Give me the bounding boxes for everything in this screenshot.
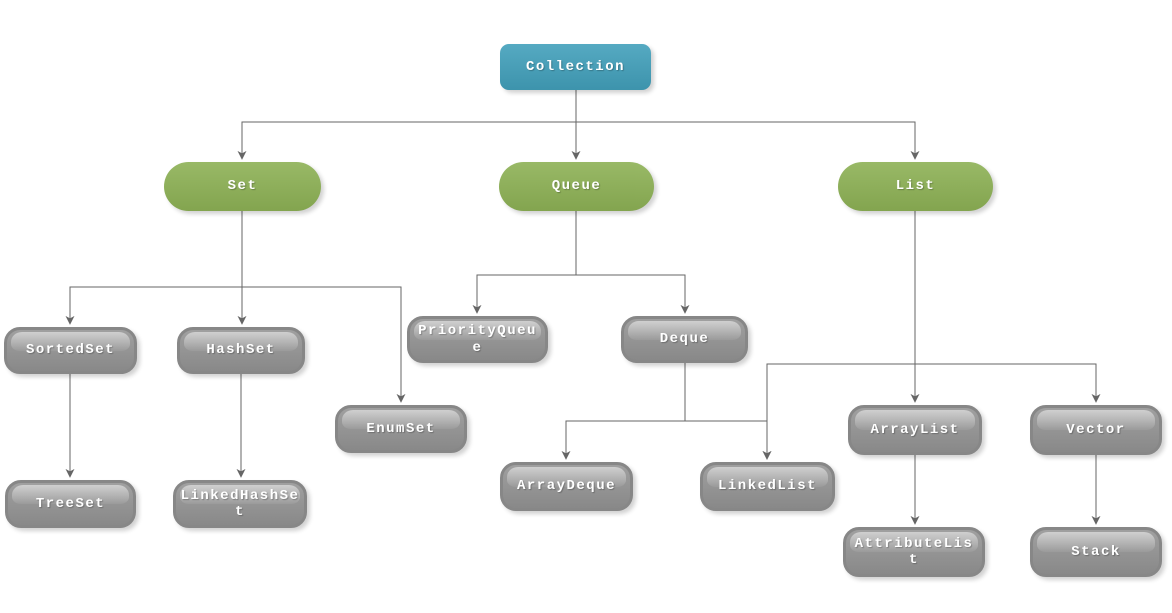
node-enumset: EnumSet (335, 405, 467, 453)
edges-group (65, 90, 1101, 525)
node-label-attributelist: AttributeList (854, 535, 974, 568)
node-label-vector: Vector (1066, 421, 1126, 438)
node-label-linkedlist: LinkedList (717, 478, 817, 495)
edge-queue-to-deque (575, 211, 690, 314)
node-arraylist: ArrayList (848, 405, 982, 455)
edge-collection-to-list (575, 90, 920, 160)
edge-list-to-vector (914, 211, 1101, 403)
node-treeset: TreeSet (5, 480, 136, 528)
node-label-priorityqueue: PriorityQueue (418, 323, 537, 356)
node-queue: Queue (499, 162, 654, 211)
node-collection: Collection (500, 44, 651, 90)
node-label-set: Set (227, 178, 258, 195)
node-deque: Deque (621, 316, 748, 363)
node-priorityqueue: PriorityQueue (407, 316, 548, 363)
node-label-arraydeque: ArrayDeque (516, 478, 616, 495)
node-label-arraylist: ArrayList (870, 421, 960, 438)
node-list: List (838, 162, 993, 211)
node-linkedlist: LinkedList (700, 462, 835, 511)
node-label-enumset: EnumSet (366, 420, 436, 437)
node-label-hashset: HashSet (206, 342, 276, 359)
edge-deque-to-arraydeque (561, 363, 686, 460)
edge-set-to-sortedset (65, 211, 243, 325)
node-label-collection: Collection (525, 58, 625, 75)
node-label-deque: Deque (659, 331, 710, 348)
node-label-linkedhashset: LinkedHashSet (180, 487, 300, 520)
node-label-list: List (895, 178, 936, 195)
node-arraydeque: ArrayDeque (500, 462, 633, 511)
edge-set-to-enumset (241, 211, 406, 403)
node-vector: Vector (1030, 405, 1162, 455)
node-linkedhashset: LinkedHashSet (173, 480, 307, 528)
node-label-queue: Queue (551, 178, 602, 195)
node-stack: Stack (1030, 527, 1162, 577)
node-label-sortedset: SortedSet (25, 342, 116, 359)
node-set: Set (164, 162, 321, 211)
edge-queue-to-priorityqueue (472, 211, 577, 314)
node-label-treeset: TreeSet (35, 495, 106, 512)
edge-deque-to-linkedlist (684, 363, 772, 460)
node-label-stack: Stack (1071, 543, 1121, 560)
node-attributelist: AttributeList (843, 527, 985, 577)
edge-collection-to-set (237, 90, 577, 160)
node-hashset: HashSet (177, 327, 305, 374)
node-sortedset: SortedSet (4, 327, 137, 374)
